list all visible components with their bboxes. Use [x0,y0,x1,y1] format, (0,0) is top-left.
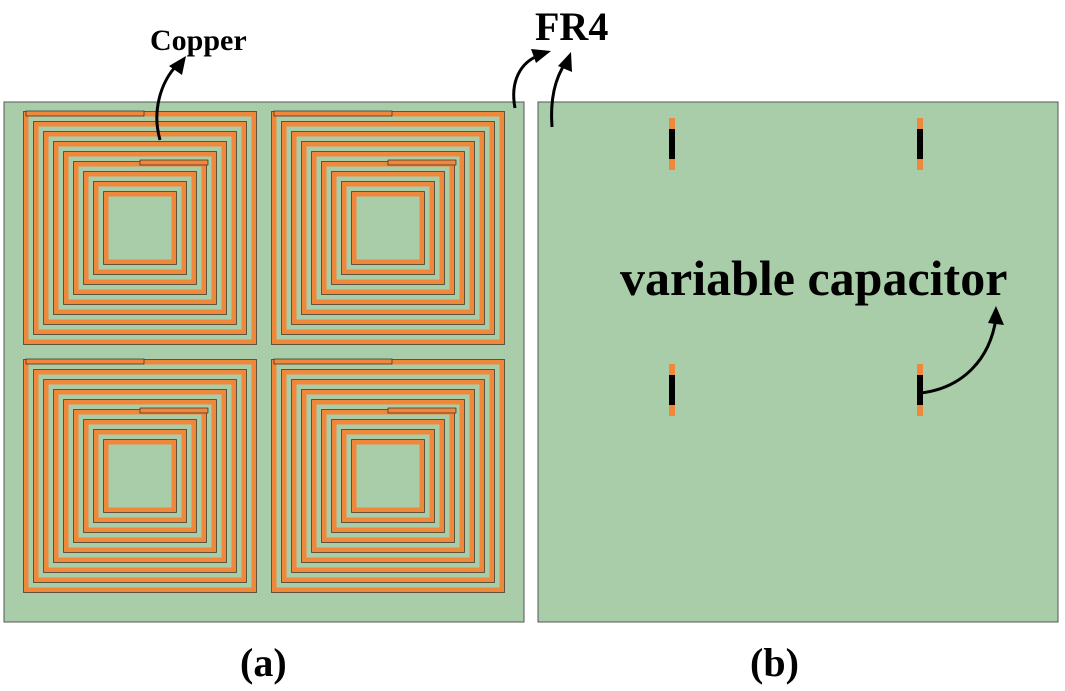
copper-trace [351,439,425,513]
copper-trace-edge [33,121,247,335]
copper-arrow-head [169,56,186,75]
copper-trace-edge [291,131,485,325]
variable-capacitor [669,375,675,405]
copper-trace [103,439,177,513]
copper-trace [291,379,485,573]
copper-trace [301,389,475,563]
copper-trace-edge [351,439,425,513]
copper-trace [53,141,227,315]
capacitor-arrow-head [988,306,1004,325]
copper-trace-edge [43,131,237,325]
copper-trace [281,369,495,583]
copper-trace-edge [83,171,197,285]
capacitor-arrow [920,317,998,395]
copper-trace-edge [351,191,425,265]
copper-outer-lead [25,110,145,117]
copper-trace [83,419,197,533]
copper-trace-edge [331,419,445,533]
copper-arrow [155,62,180,141]
copper-outer-lead [273,110,393,117]
copper-trace [63,151,217,305]
variable-capacitor [917,129,923,159]
copper-trace-edge [291,379,485,573]
copper-trace [341,429,435,523]
panel-a-label: (a) [240,640,287,685]
copper-trace-edge [43,379,237,573]
copper-trace [291,131,485,325]
variable-capacitor-label: variable capacitor [620,250,1007,306]
copper-trace-edge [331,171,445,285]
copper-inner-lead [387,407,457,414]
copper-outer-lead [273,358,393,365]
copper-trace [93,429,187,523]
fr4-substrate-b [537,101,1059,623]
variable-capacitor [669,129,675,159]
copper-trace-edge [341,181,435,275]
copper-trace [83,171,197,285]
copper-inner-lead [387,159,457,166]
copper-trace [33,121,247,335]
variable-capacitor [917,375,923,405]
copper-trace-edge [103,439,177,513]
copper-trace-edge [33,369,247,583]
copper-trace-edge [93,181,187,275]
copper-trace [53,389,227,563]
copper-trace [341,181,435,275]
copper-trace-edge [301,389,475,563]
copper-inner-lead [139,159,209,166]
copper-label: Copper [150,24,247,57]
copper-trace [63,399,217,553]
copper-trace-edge [53,389,227,563]
copper-trace-edge [311,151,465,305]
copper-trace [93,181,187,275]
copper-trace-edge [53,141,227,315]
copper-trace-edge [103,191,177,265]
copper-trace-edge [301,141,475,315]
copper-trace [351,191,425,265]
copper-trace-edge [341,429,435,523]
copper-trace-edge [63,399,217,553]
copper-trace [301,141,475,315]
copper-trace [281,121,495,335]
copper-trace-edge [63,151,217,305]
copper-trace [33,369,247,583]
copper-trace [331,419,445,533]
copper-trace-edge [83,419,197,533]
copper-trace [311,151,465,305]
copper-trace-edge [311,399,465,553]
fr4-arrow-a-head [531,49,551,63]
copper-spiral-coils [23,110,505,593]
variable-capacitors [669,118,923,416]
copper-trace [103,191,177,265]
fr4-label: FR4 [535,4,608,49]
panel-b-label: (b) [750,640,799,685]
copper-inner-lead [139,407,209,414]
copper-trace [311,399,465,553]
copper-trace-edge [281,121,495,335]
fr4-arrow-b-head [558,52,572,72]
copper-outer-lead [25,358,145,365]
copper-trace [43,131,237,325]
copper-trace-edge [281,369,495,583]
arrow-heads [169,49,1004,325]
copper-trace [331,171,445,285]
copper-trace-edge [93,429,187,523]
copper-trace [43,379,237,573]
